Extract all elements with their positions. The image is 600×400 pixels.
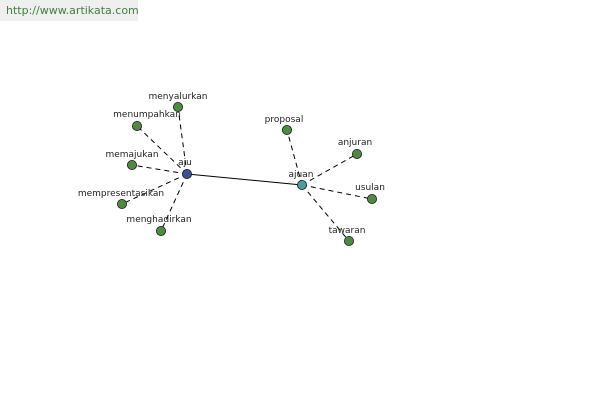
label-menumpahkan: menumpahkan [113, 110, 181, 120]
edge-aju-memajukan [131, 164, 188, 175]
label-menyalurkan: menyalurkan [148, 92, 207, 102]
watermark-url: http://www.artikata.com [6, 4, 139, 17]
label-usulan: usulan [355, 183, 385, 193]
nodes-layer [117, 102, 377, 246]
edge-ajuan-proposal [286, 129, 303, 186]
label-memajukan: memajukan [105, 150, 158, 160]
label-menghadirkan: menghadirkan [126, 215, 191, 225]
label-mempresentasikan: mempresentasikan [78, 189, 164, 199]
labels-layer: aju ajuan menyalurkan menumpahkan memajukan m… [78, 92, 385, 236]
edge-aju-menumpahkan [136, 125, 188, 175]
node-menumpahkan[interactable] [131, 121, 142, 132]
node-proposal[interactable] [281, 125, 292, 136]
label-aju: aju [178, 158, 192, 168]
node-memajukan[interactable] [127, 159, 138, 170]
label-anjuran: anjuran [338, 138, 372, 148]
node-menyalurkan[interactable] [172, 102, 183, 113]
edge-aju-ajuan [186, 173, 303, 186]
node-ajuan[interactable] [296, 179, 307, 190]
node-usulan[interactable] [366, 193, 377, 204]
edge-aju-menghadirkan [160, 173, 188, 232]
label-tawaran: tawaran [329, 226, 366, 236]
watermark-banner: http://www.artikata.com [0, 0, 139, 21]
edge-ajuan-anjuran [301, 153, 358, 186]
edge-aju-mempresentasikan [121, 173, 188, 205]
node-tawaran[interactable] [343, 235, 354, 246]
node-aju[interactable] [181, 168, 192, 179]
node-mempresentasikan[interactable] [117, 198, 128, 209]
node-anjuran[interactable] [351, 148, 362, 159]
edge-aju-menyalurkan [177, 106, 188, 175]
edge-ajuan-usulan [301, 184, 373, 200]
edge-ajuan-tawaran [301, 184, 350, 242]
label-ajuan: ajuan [289, 170, 314, 180]
edges-layer [121, 106, 373, 242]
node-menghadirkan[interactable] [155, 225, 166, 236]
label-proposal: proposal [265, 115, 304, 125]
